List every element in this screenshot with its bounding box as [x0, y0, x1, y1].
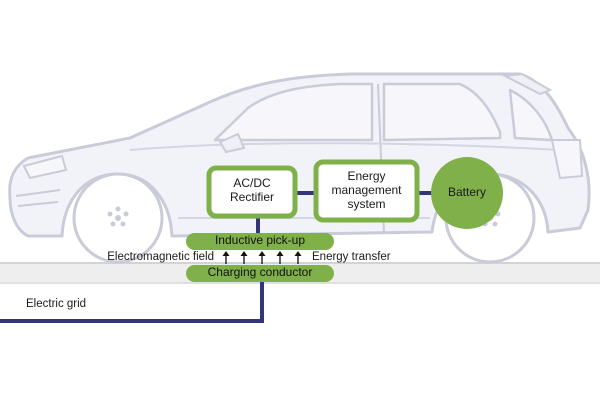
tail-light	[550, 139, 584, 180]
arrow-1	[222, 251, 230, 264]
battery-circle	[431, 157, 503, 229]
em-field-label: Electromagnetic field	[107, 251, 214, 263]
arrow-4	[276, 251, 284, 264]
ems-label-line1: Energy	[347, 169, 386, 183]
rectifier-label-line2: Rectifier	[229, 189, 274, 204]
rectifier-box	[206, 165, 298, 219]
charging-conductor-pill	[186, 265, 334, 282]
energy-transfer-label: Energy transfer	[312, 251, 391, 263]
field-arrows	[222, 251, 302, 264]
front-window	[213, 82, 374, 142]
headlight	[22, 154, 68, 180]
rear-window	[382, 82, 502, 142]
rectifier-label-line1: AC/DC	[233, 176, 271, 190]
side-mirror	[218, 132, 246, 154]
rectifier-label: AC/DC Rectifier	[209, 176, 295, 205]
inductive-pickup-pill	[186, 233, 334, 250]
shoulder-line	[129, 142, 561, 151]
arrow-2	[240, 251, 248, 264]
ems-label: Energy management system	[316, 169, 417, 211]
front-wheel	[72, 172, 164, 264]
arrow-3	[258, 251, 266, 264]
inductive-pickup-label: Inductive pick-up	[214, 233, 306, 247]
ems-label-line2: management	[331, 182, 402, 197]
ems-box	[313, 159, 420, 223]
arrow-5	[294, 251, 302, 264]
front-grille	[15, 189, 61, 207]
roof-spoiler	[501, 72, 553, 96]
electric-grid-label: Electric grid	[26, 298, 87, 310]
ems-label-line3: system	[347, 196, 386, 211]
battery-label: Battery	[447, 185, 486, 199]
charging-conductor-label: Charging conductor	[207, 265, 313, 279]
